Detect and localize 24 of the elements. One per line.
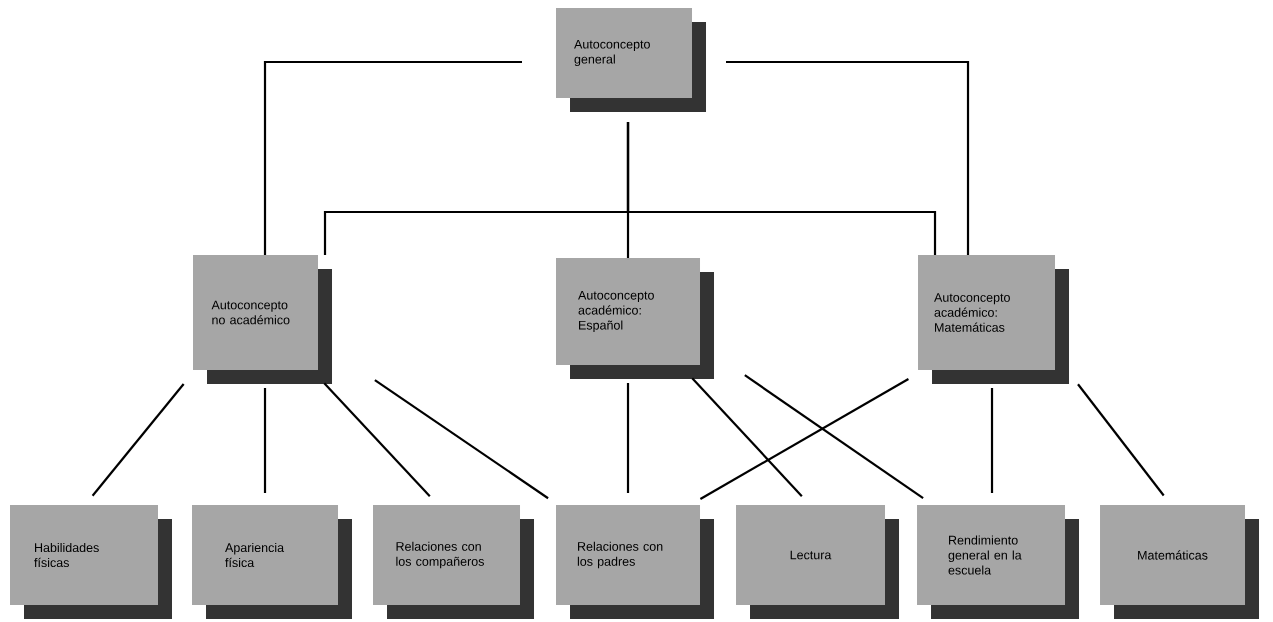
connector-line xyxy=(626,383,630,493)
connector-line xyxy=(263,60,522,255)
text-box: Relaciones con los padres xyxy=(556,505,714,619)
text-box: Autoconcepto no académico xyxy=(193,255,332,384)
text-box: Autoconcepto académico: Matemáticas xyxy=(918,255,1069,384)
text-box: Autoconcepto general xyxy=(556,8,706,112)
text-box: Habilidades físicas xyxy=(10,505,172,619)
text-box: Apariencia física xyxy=(192,505,352,619)
text-box: Relaciones con los compañeros xyxy=(373,505,534,619)
text-box: Lectura xyxy=(736,505,899,619)
connector-line xyxy=(1077,383,1165,497)
connector-line xyxy=(91,383,185,497)
connector-line xyxy=(263,388,267,493)
connector-line xyxy=(323,382,431,497)
connector-line xyxy=(699,378,909,500)
text-box: Rendimiento general en la escuela xyxy=(917,505,1079,619)
connector-line xyxy=(691,377,803,497)
text-box: Autoconcepto académico: Español xyxy=(556,258,714,379)
text-box: Matemáticas xyxy=(1100,505,1259,619)
connector-line xyxy=(726,60,970,255)
connector-line xyxy=(374,379,549,500)
connector-line xyxy=(990,388,994,493)
connector-line xyxy=(744,374,924,500)
connector-line xyxy=(626,122,937,255)
